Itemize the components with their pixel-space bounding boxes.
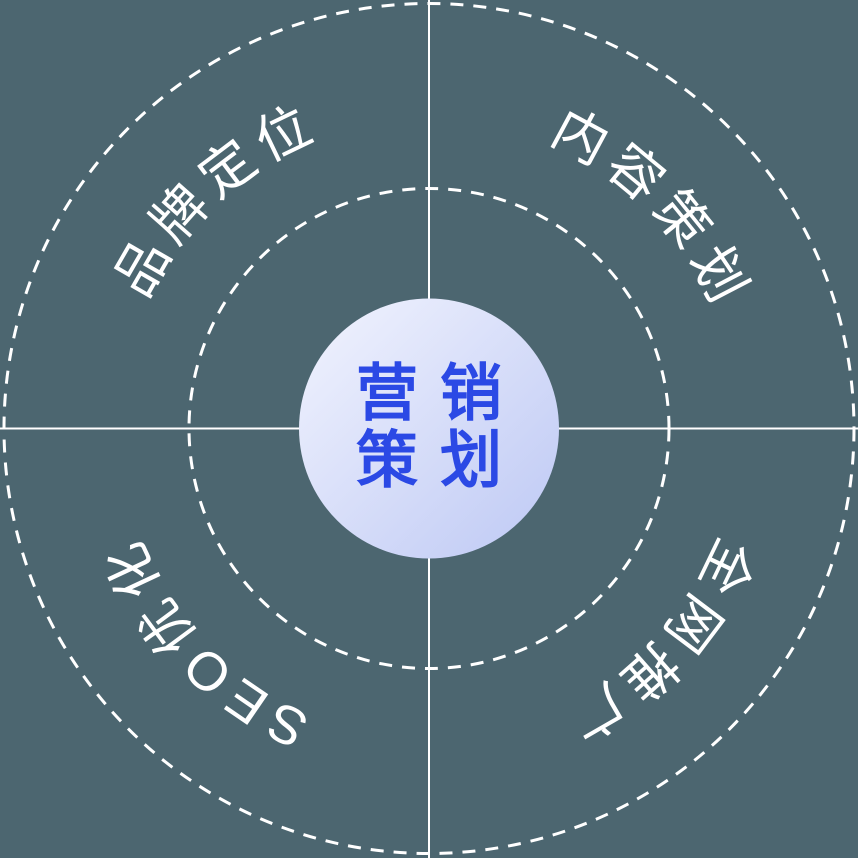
inner-dashed-ring xyxy=(187,187,671,670)
center-title-line1: 营销 xyxy=(356,360,524,429)
center-circle xyxy=(299,298,559,559)
center-title-line2: 策划 xyxy=(356,427,524,496)
